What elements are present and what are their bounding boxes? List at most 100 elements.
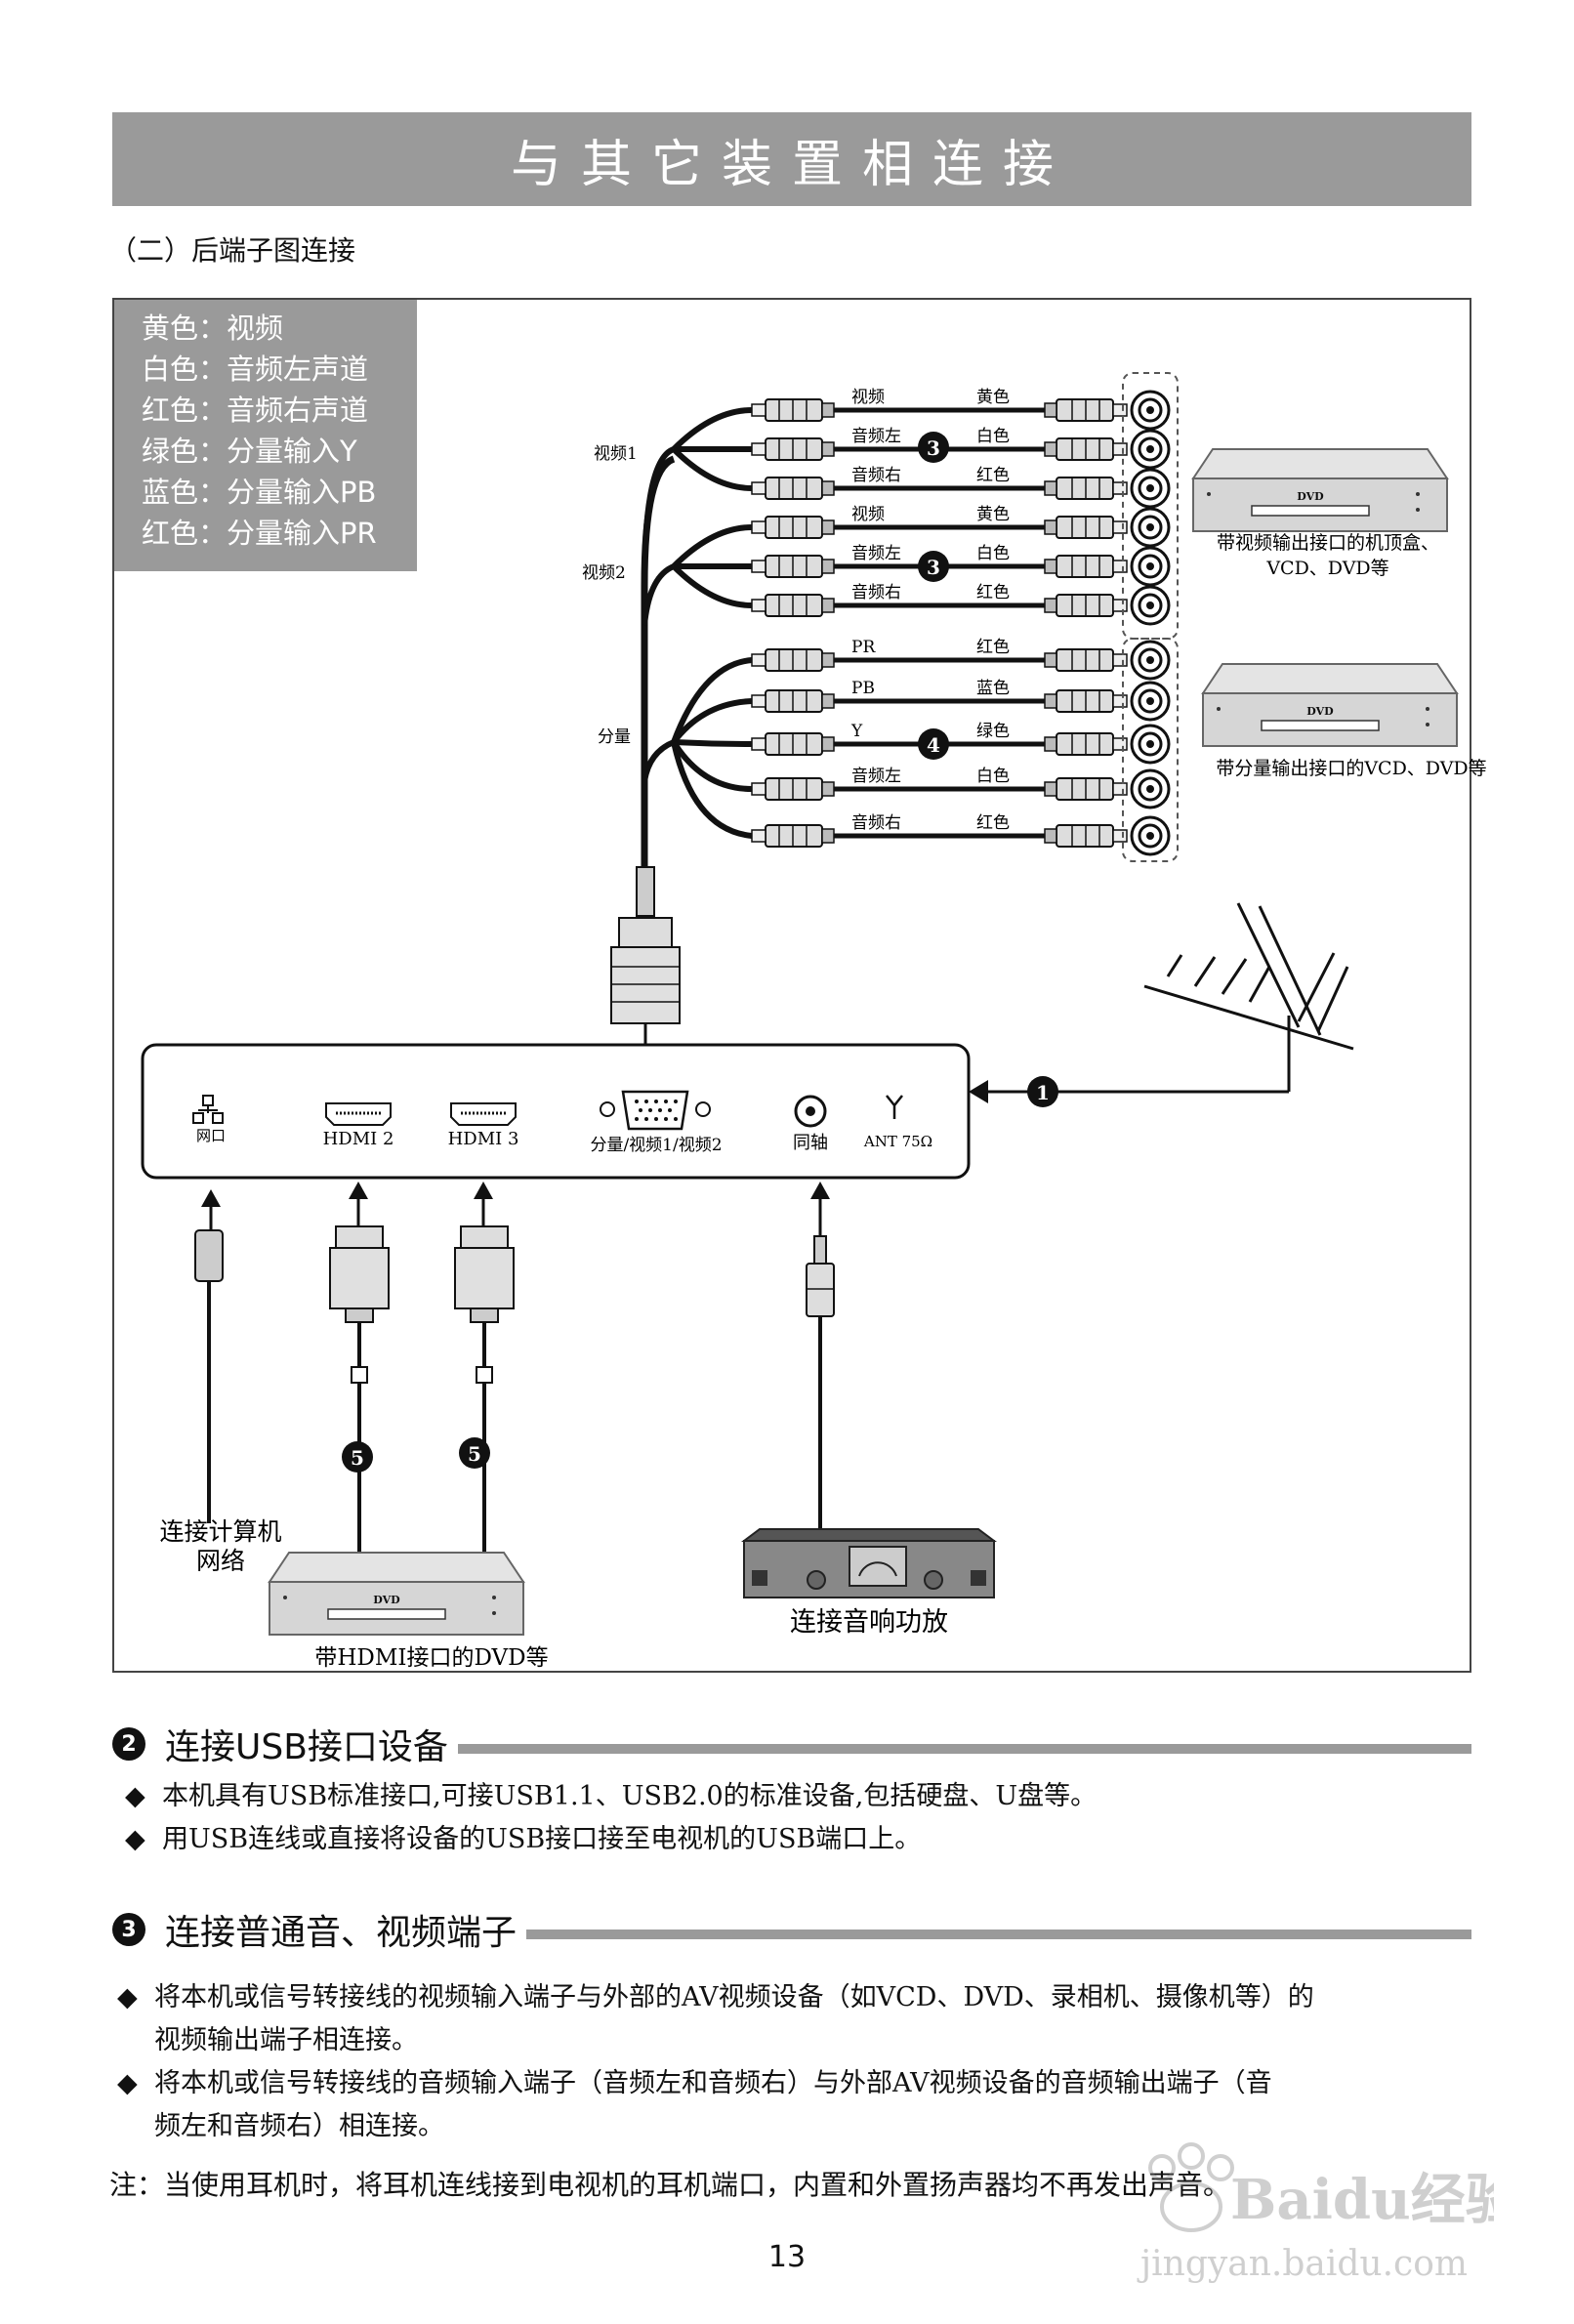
- rca-cable-row: PR 红色: [751, 638, 1171, 681]
- page-title-bar: 与其它装置相连接: [112, 112, 1471, 206]
- rca-plug-left: [751, 477, 835, 500]
- step-badge-antenna: 1: [1027, 1076, 1058, 1107]
- cable-right-label: 蓝色: [976, 679, 1010, 698]
- legend-item: 黄色：视频: [142, 311, 284, 345]
- amplifier-device: [741, 1528, 997, 1598]
- legend-item: 红色：分量输入PR: [142, 517, 377, 550]
- coax-cable: [806, 1182, 835, 1533]
- rca-cable-row: 视频黄色: [751, 505, 1171, 548]
- page-title: 与其它装置相连接: [510, 135, 1073, 194]
- svg-text:4: 4: [927, 733, 940, 757]
- network-port-icon: [192, 1095, 224, 1124]
- cable-right-label: 红色: [976, 638, 1010, 657]
- bullet-item: ◆将本机或信号转接线的音频输入端子（音频左和音频右）与外部AV视频设备的音频输出…: [117, 2068, 1272, 2098]
- legend-item: 绿色：分量输入Y: [142, 435, 357, 468]
- coax-port-icon: [794, 1095, 827, 1128]
- bullet-item: ◆本机具有USB标准接口,可接USB1.1、USB2.0的标准设备,包括硬盘、U…: [125, 1781, 1098, 1811]
- rca-jack: [1130, 815, 1171, 856]
- vga-plug: [610, 866, 681, 1070]
- rca-jack: [1130, 468, 1171, 509]
- step-badge-video2: 3: [918, 551, 949, 582]
- svg-text:5: 5: [351, 1446, 364, 1470]
- rca-plug-right: [1044, 594, 1128, 617]
- device-caption-top-line2: VCD、DVD等: [1265, 558, 1388, 579]
- rca-cable-row: 音频右红色: [751, 813, 1171, 856]
- port-label-coax: 同轴: [793, 1133, 828, 1153]
- rca-plug-right: [1044, 732, 1128, 756]
- step-badge-video1: 3: [918, 432, 949, 463]
- section-usb-heading: 2 连接USB接口设备: [112, 1719, 1471, 1769]
- section-rule: [457, 1744, 1471, 1754]
- cable-left-label: PR: [851, 638, 876, 657]
- rca-plug-left: [751, 648, 835, 672]
- cable-left-label: 音频左: [851, 427, 901, 446]
- rca-plug-left: [751, 437, 835, 461]
- device-caption-top: 带视频输出接口的机顶盒、: [1217, 532, 1439, 554]
- hdmi-cable-b: [454, 1182, 515, 1553]
- settop-dvd-device: [1192, 448, 1448, 532]
- video1-cable-fan: [642, 407, 753, 587]
- cable-right-label: 红色: [976, 583, 1010, 602]
- rca-cable-row: 音频右红色: [751, 583, 1171, 626]
- port-label-hdmi3: HDMI 3: [448, 1129, 519, 1149]
- rca-cable-row: 音频右 红色: [751, 466, 1171, 509]
- cable-left-label: 音频右: [851, 466, 901, 485]
- rca-plug-right: [1044, 689, 1128, 713]
- cable-right-label: 红色: [976, 466, 1010, 485]
- bullet-item: ◆用USB连线或直接将设备的USB接口接至电视机的USB端口上。: [125, 1824, 922, 1854]
- rca-cable-row: PB 蓝色: [751, 679, 1171, 722]
- rca-plug-right: [1044, 477, 1128, 500]
- watermark-logo: Baidu经验: [1230, 2168, 1494, 2232]
- hdmi3-port-icon: [450, 1102, 517, 1126]
- cable-right-label: 白色: [976, 767, 1010, 786]
- rca-cable-row: 音频左 白色: [751, 427, 1171, 470]
- rca-jack: [1130, 507, 1171, 548]
- note-text: 注：当使用耳机时，将耳机连线接到电视机的耳机端口，内置和外置扬声器均不再发出声音…: [109, 2169, 1231, 2201]
- cable-right-label: 红色: [976, 813, 1010, 833]
- section-av-body: ◆将本机或信号转接线的视频输入端子与外部的AV视频设备（如VCD、DVD、录相机…: [117, 1976, 1476, 2148]
- cable-left-label: 视频: [851, 505, 885, 524]
- rca-plug-left: [751, 689, 835, 713]
- legend-item: 白色：音频左声道: [142, 353, 369, 386]
- rca-cable-row: 音频左 白色: [751, 544, 1171, 587]
- group-label-video1: 视频1: [594, 444, 638, 464]
- cable-right-label: 白色: [976, 427, 1010, 446]
- section-title: 连接普通音、视频端子: [165, 1913, 518, 1953]
- svg-text:3: 3: [927, 436, 940, 460]
- svg-text:5: 5: [468, 1442, 481, 1466]
- rca-jack: [1130, 429, 1171, 470]
- rca-jack: [1130, 390, 1171, 431]
- rca-cable-row: 视频 黄色: [751, 388, 1171, 431]
- page-number: 13: [767, 2240, 807, 2274]
- rca-plug-left: [751, 824, 835, 848]
- hdmi-dvd-device: [269, 1552, 524, 1636]
- bullet-item-cont: 视频输出端子相连接。: [154, 2025, 418, 2055]
- tv-rear-panel: [141, 1043, 971, 1180]
- rca-plug-right: [1044, 516, 1128, 539]
- rca-plug-right: [1044, 398, 1128, 422]
- cable-right-label: 黄色: [976, 388, 1010, 407]
- legend-item: 蓝色：分量输入PB: [142, 476, 377, 509]
- hdmi2-port-icon: [325, 1102, 392, 1126]
- group-label-component: 分量: [598, 727, 631, 747]
- cable-left-label: PB: [851, 679, 875, 698]
- cable-left-label: 音频左: [851, 544, 901, 563]
- step-badge-hdmi-b: 5: [459, 1437, 490, 1469]
- rca-plug-right: [1044, 555, 1128, 578]
- rca-plug-right: [1044, 437, 1128, 461]
- caption-audio: 连接音响功放: [790, 1607, 948, 1638]
- cable-right-label: 白色: [976, 544, 1010, 563]
- cable-left-label: 视频: [851, 388, 885, 407]
- network-cable: [194, 1189, 224, 1523]
- component-cable-fan: [642, 657, 753, 879]
- svg-text:3: 3: [927, 556, 940, 579]
- color-legend: 黄色：视频 白色：音频左声道 红色：音频右声道 绿色：分量输入Y 蓝色：分量输入…: [114, 300, 417, 571]
- section-number-badge: 2: [112, 1727, 145, 1761]
- rca-plug-left: [751, 594, 835, 617]
- antenna-port-icon: [886, 1095, 903, 1119]
- rca-plug-left: [751, 732, 835, 756]
- rca-cable-row: 音频左白色: [751, 767, 1171, 809]
- watermark-url: jingyan.baidu.com: [1137, 2244, 1468, 2284]
- rca-plug-left: [751, 777, 835, 801]
